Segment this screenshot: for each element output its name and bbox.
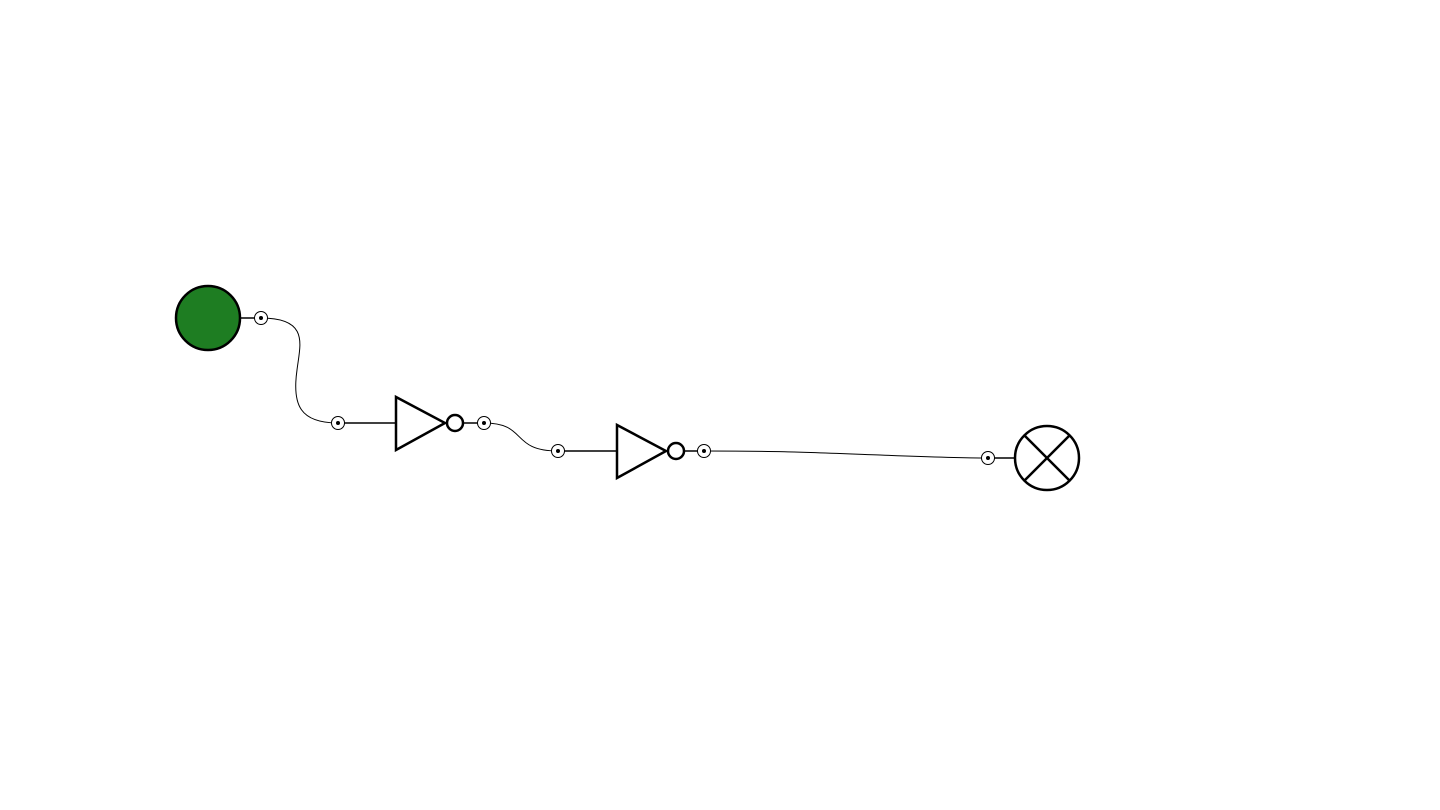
switch-body[interactable] [174, 284, 242, 352]
wire-switch-to-not1[interactable] [260, 317, 339, 424]
not-gate-1-bubble [445, 413, 465, 433]
lamp-input-port[interactable] [981, 451, 995, 465]
output-lamp[interactable] [981, 424, 1081, 492]
not-gate-2-triangle[interactable] [615, 422, 669, 481]
input-switch[interactable] [174, 284, 268, 352]
not-gate-2-input-port[interactable] [551, 444, 565, 458]
not-gate-1-triangle[interactable] [394, 394, 448, 453]
not-gate-2-bubble [666, 441, 686, 461]
wire-not2-to-lamp[interactable] [703, 450, 989, 459]
not-gate-2[interactable] [551, 422, 711, 481]
wire-not1-to-not2[interactable] [483, 422, 559, 452]
lamp-cross-line-2 [1023, 434, 1071, 482]
not-gate-1[interactable] [331, 394, 491, 453]
switch-output-port[interactable] [254, 311, 268, 325]
not-gate-1-input-port[interactable] [331, 416, 345, 430]
not-gate-1-output-port[interactable] [477, 416, 491, 430]
not-gate-2-output-port[interactable] [697, 444, 711, 458]
